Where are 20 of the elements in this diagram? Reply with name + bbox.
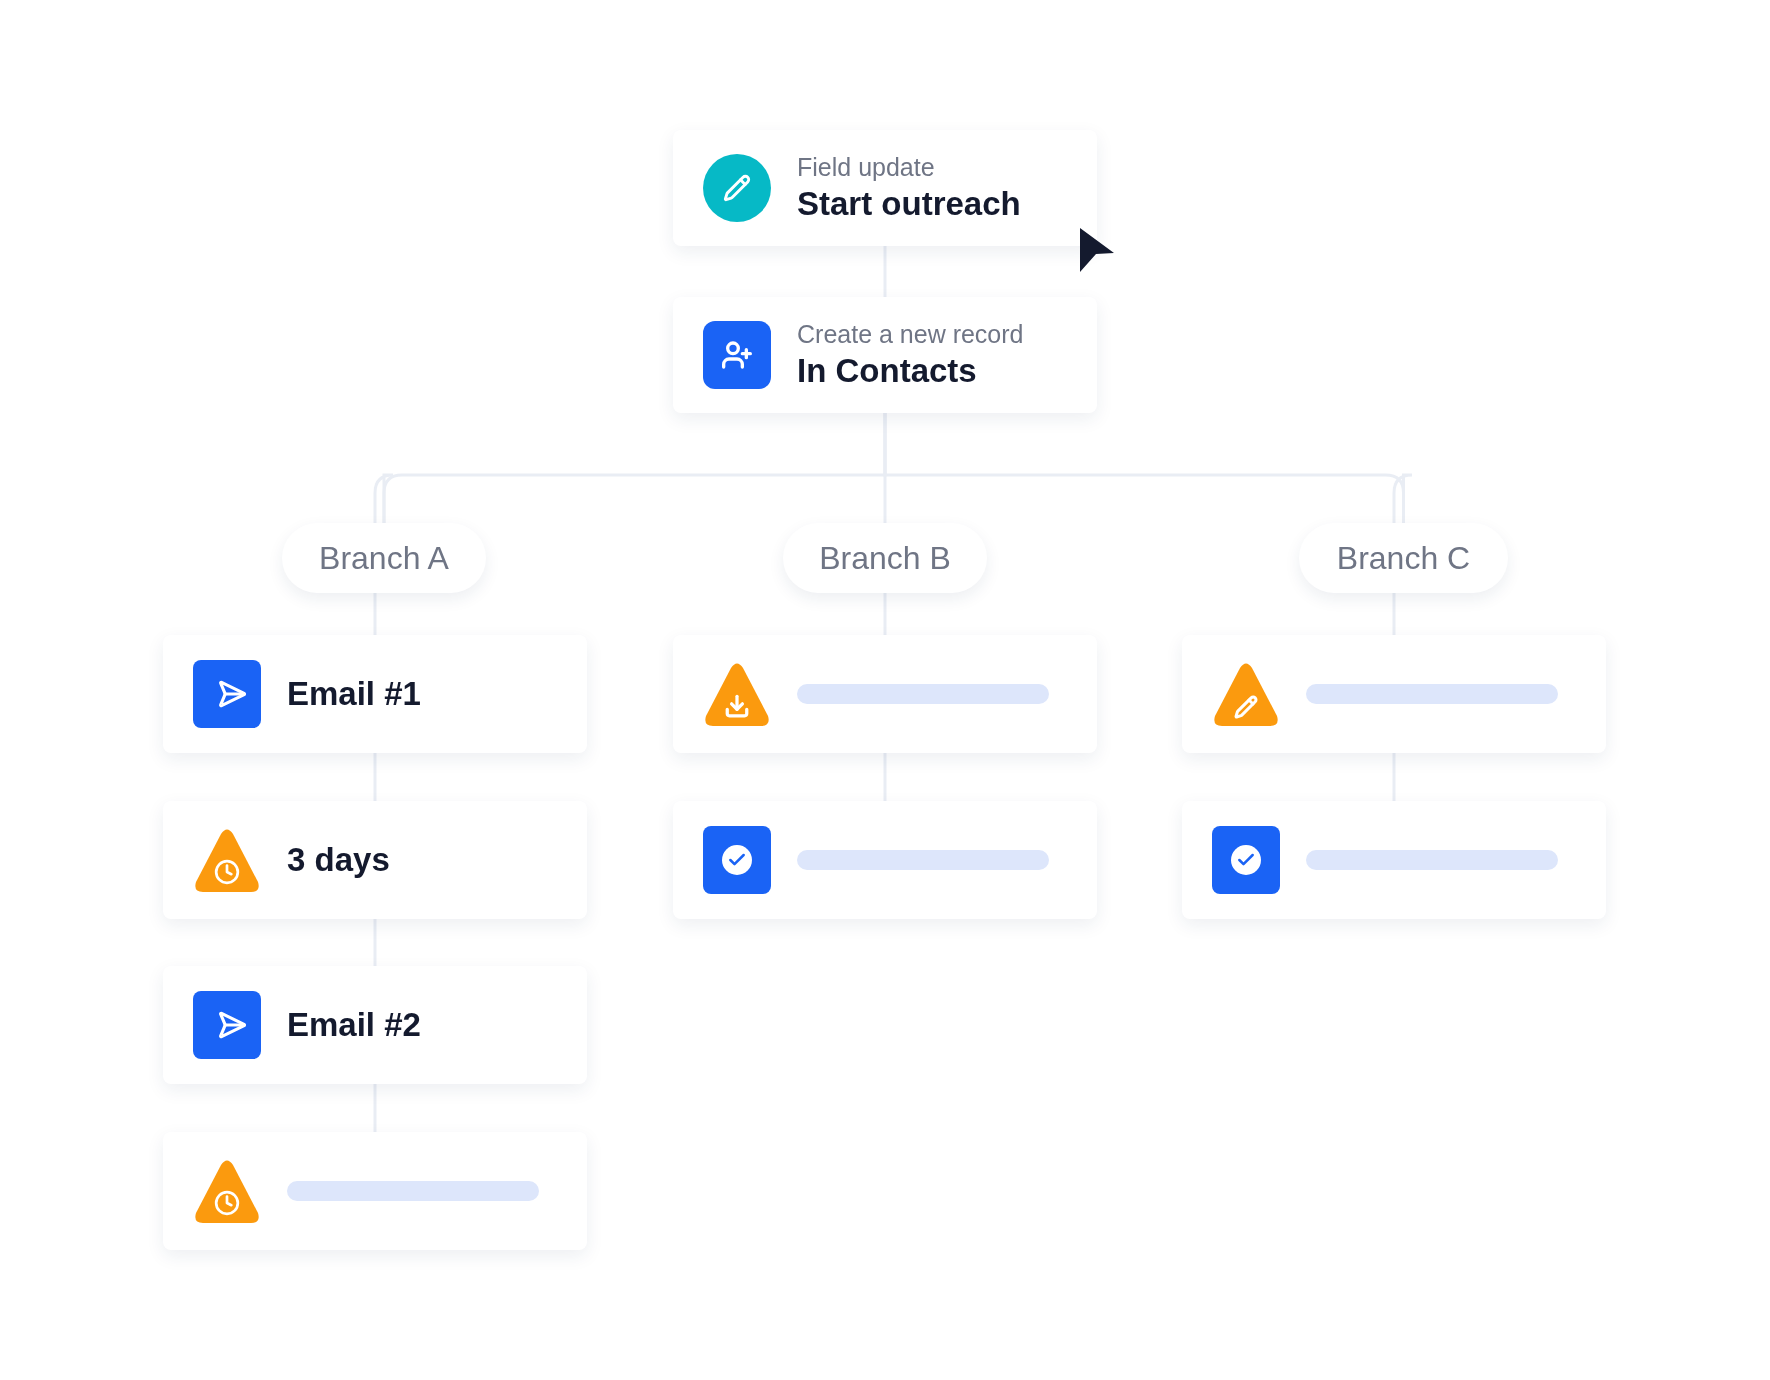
placeholder-card: [673, 801, 1097, 919]
step-card: [163, 801, 587, 919]
step-title: Start outreach: [797, 184, 1021, 224]
step-type: Create a new record: [797, 318, 1024, 350]
placeholder-card: [1182, 801, 1606, 919]
step-title: Email #2: [287, 1005, 421, 1046]
step-title: Email #1: [287, 674, 421, 715]
placeholder-card: [673, 635, 1097, 753]
branch-label: Branch C: [1336, 539, 1471, 578]
branch-label: Branch B: [819, 539, 951, 578]
step-card: [673, 130, 1097, 246]
step-title: 3 days: [287, 840, 390, 881]
step-card: [163, 966, 587, 1084]
step-title: In Contacts: [797, 351, 978, 391]
step-card: [163, 635, 587, 753]
placeholder-card: [1182, 635, 1606, 753]
branch-label: Branch A: [319, 539, 449, 578]
step-type: Field update: [797, 151, 936, 183]
step-card: [673, 297, 1097, 413]
placeholder-card: [163, 1132, 587, 1250]
